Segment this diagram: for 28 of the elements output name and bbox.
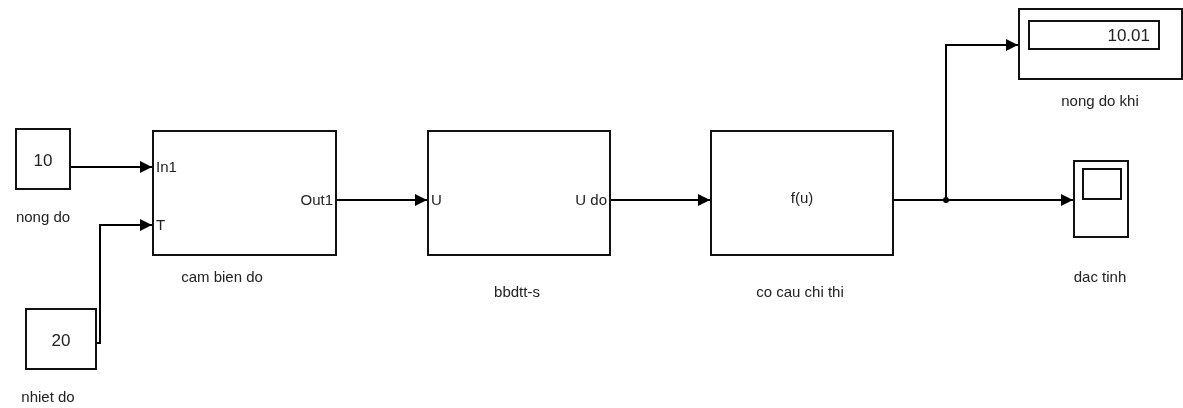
value-text: 20 [50, 332, 72, 349]
value-text: 10 [32, 152, 54, 169]
block-name: nhiet do [21, 388, 75, 406]
port-label: In1 [156, 158, 177, 175]
port-label: U [431, 191, 442, 208]
function-text: f(u) [789, 189, 815, 206]
signal-arrow [96, 219, 153, 344]
signal-arrow [70, 161, 153, 173]
block-name: nong do khi [1061, 92, 1139, 110]
block-name: co cau chi thi [756, 283, 844, 301]
port-label: T [156, 216, 166, 233]
block-name: nong do [15, 208, 71, 226]
block-name: cam bien do [181, 268, 263, 286]
constant-block [15, 128, 71, 190]
scope-block [1073, 160, 1129, 238]
block-name: bbdtt-s [494, 283, 540, 301]
port-label: U do [575, 191, 607, 208]
signal-arrow [893, 194, 1074, 206]
constant-block [25, 308, 97, 370]
port-label: Out1 [300, 191, 333, 208]
subsystem-block [152, 130, 337, 256]
block-name: dac tinh [1073, 268, 1127, 286]
display-block [1018, 8, 1183, 80]
signal-arrow [336, 194, 428, 206]
display-value-field: 10.01 [1028, 20, 1160, 50]
signal-arrow [610, 194, 711, 206]
function-block [710, 130, 894, 256]
subsystem-block [427, 130, 611, 256]
